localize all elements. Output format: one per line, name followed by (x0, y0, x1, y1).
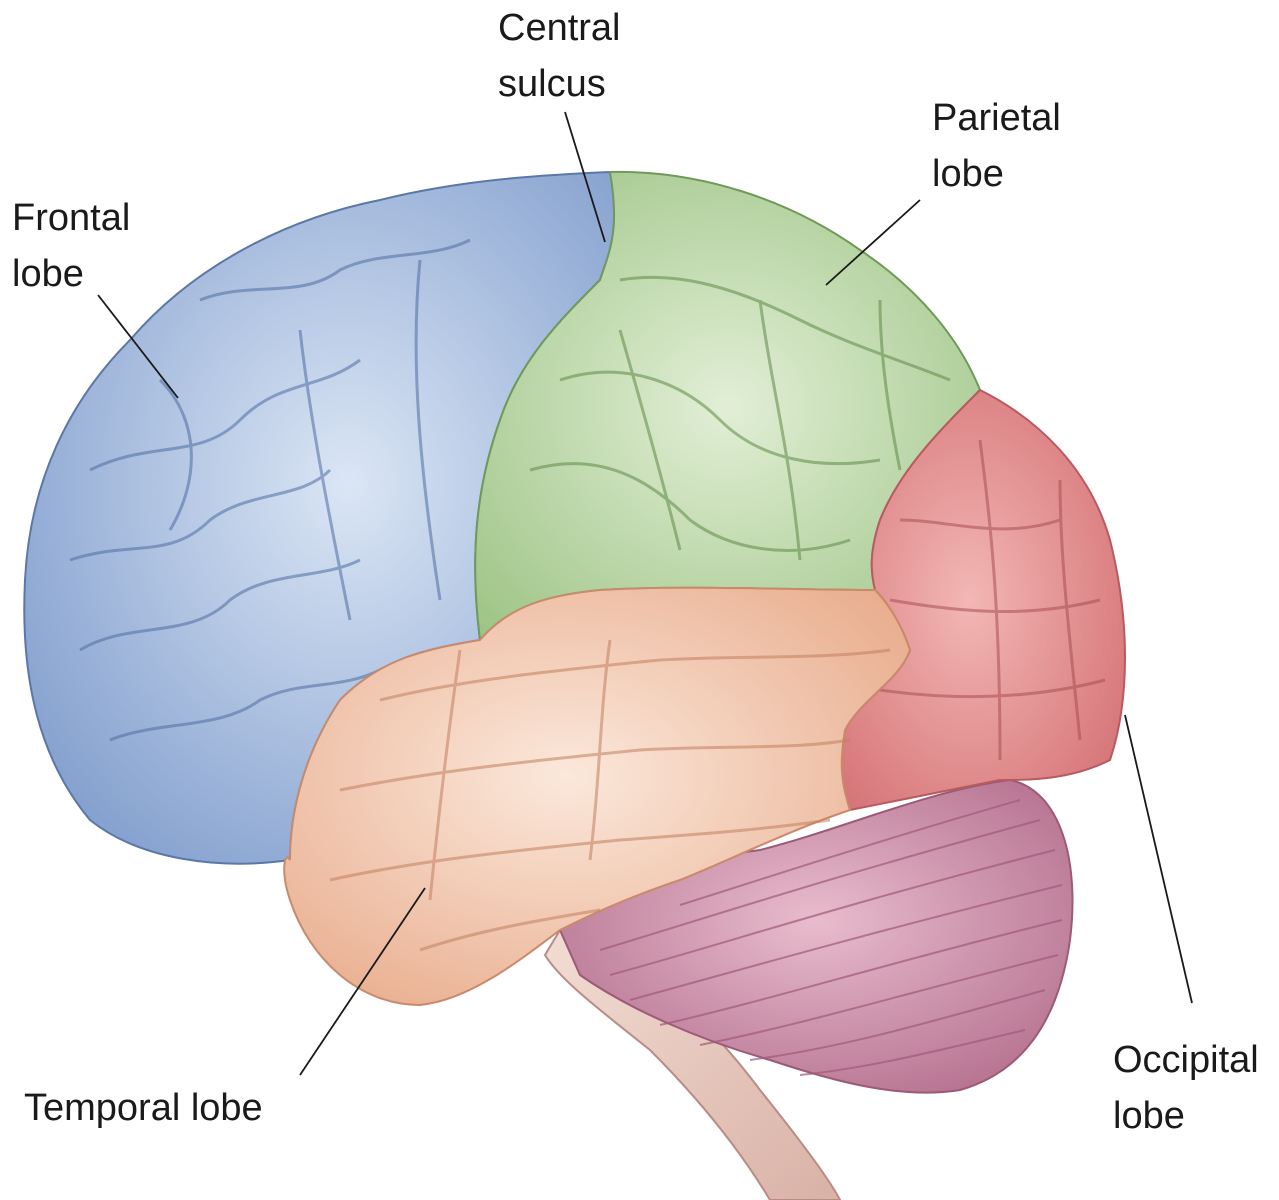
label-parietal-lobe: Parietal lobe (932, 90, 1061, 202)
label-frontal-lobe-line1: Frontal (12, 197, 131, 239)
label-frontal-lobe-line2: lobe (12, 253, 84, 295)
label-occipital-lobe-line1: Occipital (1113, 1039, 1259, 1081)
label-occipital-lobe: Occipital lobe (1113, 1032, 1259, 1144)
leader-line-parietal-lobe (825, 199, 921, 286)
label-temporal-lobe-line1: Temporal lobe (24, 1087, 263, 1129)
label-parietal-lobe-line1: Parietal (932, 97, 1061, 139)
parietal-gyri (529, 275, 951, 561)
leader-lines (97, 111, 1193, 1076)
leader-line-central-sulcus (564, 111, 606, 243)
label-central-sulcus: Central sulcus (498, 0, 621, 112)
frontal-gyri (69, 238, 471, 742)
leader-line-occipital-lobe (1124, 714, 1193, 1004)
label-temporal-lobe: Temporal lobe (24, 1080, 263, 1136)
label-occipital-lobe-line2: lobe (1113, 1095, 1185, 1137)
occipital-gyri (879, 439, 1106, 761)
temporal-gyri (329, 639, 891, 952)
label-central-sulcus-line1: Central (498, 7, 621, 49)
label-parietal-lobe-line2: lobe (932, 153, 1004, 195)
label-central-sulcus-line2: sulcus (498, 63, 606, 105)
label-frontal-lobe: Frontal lobe (12, 190, 130, 302)
leader-line-frontal-lobe (97, 294, 179, 399)
cerebellum (558, 778, 1074, 1094)
cerebellum-folia (599, 799, 1063, 1076)
leader-line-temporal-lobe (299, 887, 426, 1076)
